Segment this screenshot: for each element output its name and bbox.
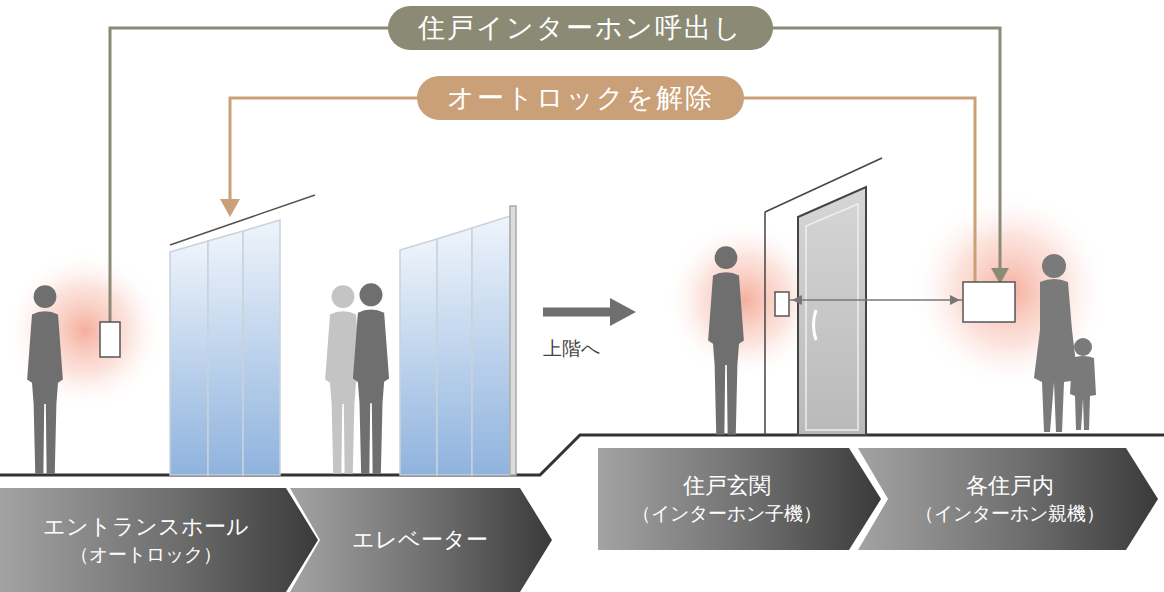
callout-pill: オートロックを解除 xyxy=(417,76,744,120)
master-intercom xyxy=(963,282,1015,322)
intercom-link xyxy=(790,299,962,301)
stage-band: 各住戸内（インターホン親機） xyxy=(858,448,1158,550)
glow xyxy=(5,250,165,410)
visitor xyxy=(353,283,389,473)
stage-name: 各住戸内 xyxy=(966,472,1054,501)
door-intercom xyxy=(775,292,789,316)
pill-text: オートロックを解除 xyxy=(447,80,714,116)
stage-note: （インターホン親機） xyxy=(915,501,1105,526)
stage-note: （オートロック） xyxy=(70,542,222,567)
arrowhead xyxy=(220,199,240,217)
resident xyxy=(1034,254,1096,432)
up-arrow xyxy=(543,308,612,317)
apartment-door xyxy=(765,158,882,435)
pill-text: 住戸インターホン呼出し xyxy=(418,10,743,46)
stage-band: エントランスホール（オートロック） xyxy=(0,488,318,592)
stage-name: 住戸玄関 xyxy=(683,472,771,501)
stage-name: エントランスホール xyxy=(43,513,249,542)
stage-note: （インターホン子機） xyxy=(632,501,822,526)
elevator-door xyxy=(400,206,516,475)
stage-band: エレベーター xyxy=(290,488,552,592)
intercom-link-heads xyxy=(792,295,960,305)
entrance-panel xyxy=(100,322,120,357)
stage-name: エレベーター xyxy=(352,526,488,555)
glass-door xyxy=(170,195,315,475)
callout-pill: 住戸インターホン呼出し xyxy=(388,6,773,50)
visitor xyxy=(708,246,744,435)
visitor xyxy=(27,285,63,474)
up-arrow-head xyxy=(610,298,636,326)
stage-band: 住戸玄関（インターホン子機） xyxy=(598,448,881,550)
direction-label: 上階へ xyxy=(543,336,600,362)
